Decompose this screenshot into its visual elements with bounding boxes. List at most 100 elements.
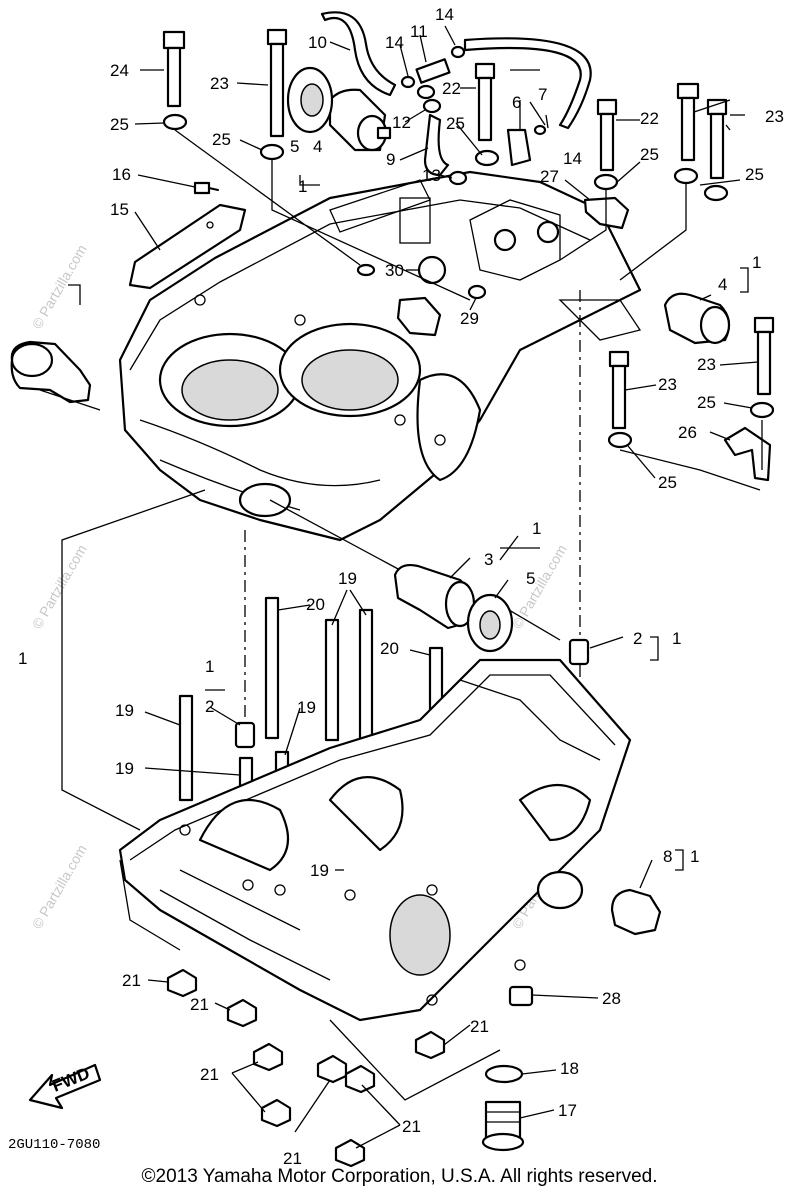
callout-1: 1 [298, 177, 307, 196]
callout-25: 25 [212, 130, 231, 149]
oring-29 [467, 284, 487, 300]
callout-11: 11 [410, 22, 428, 41]
callout-19: 19 [115, 701, 134, 720]
callout-21: 21 [190, 995, 209, 1014]
callout-6: 6 [512, 93, 521, 112]
callout-21: 21 [122, 971, 141, 990]
joint-6 [506, 124, 547, 167]
callout-14: 14 [385, 33, 404, 52]
callout-29: 29 [460, 309, 479, 328]
dowel-2-right [568, 638, 590, 666]
callout-14: 14 [435, 5, 454, 24]
callout-10: 10 [308, 33, 327, 52]
diagram-code: 2GU110-7080 [8, 1137, 100, 1153]
seal-5-top [286, 66, 334, 134]
callout-25: 25 [446, 114, 465, 133]
hose-7 [463, 37, 592, 130]
hose-9 [423, 113, 450, 177]
callout-20: 20 [306, 595, 325, 614]
callout-5: 5 [290, 137, 299, 156]
callout-9: 9 [386, 150, 395, 169]
upper-crankcase [118, 170, 642, 542]
bushing-4-right [663, 292, 731, 345]
callout-18: 18 [560, 1059, 579, 1078]
callout-25: 25 [640, 145, 659, 164]
callout-8: 8 [663, 847, 672, 866]
callout-1: 1 [672, 629, 681, 648]
callout-21: 21 [283, 1149, 302, 1168]
fitting-11 [415, 58, 451, 114]
callout-25: 25 [697, 393, 716, 412]
callout-27: 27 [540, 167, 559, 186]
callout-1: 1 [752, 253, 761, 272]
callout-21: 21 [402, 1117, 421, 1136]
callout-23: 23 [210, 74, 229, 93]
drain-bolt-17 [481, 1100, 525, 1152]
callout-23: 23 [765, 107, 784, 126]
callout-22: 22 [640, 109, 659, 128]
plate-part-15 [128, 203, 247, 290]
callout-20: 20 [380, 639, 399, 658]
callout-24: 24 [110, 61, 129, 80]
leader-lines-upper [134, 25, 759, 479]
callout-25: 25 [658, 473, 677, 492]
callout-1: 1 [690, 847, 699, 866]
watermark: © Partzilla.com [509, 542, 570, 632]
callout-4: 4 [718, 275, 727, 294]
callout-1: 1 [532, 519, 541, 538]
callout-19: 19 [297, 698, 316, 717]
callout-25: 25 [110, 115, 129, 134]
callout-17: 17 [558, 1101, 577, 1120]
plug-8 [610, 888, 662, 936]
callout-1: 1 [205, 657, 214, 676]
callout-1: 1 [18, 649, 27, 668]
callout-23: 23 [697, 355, 716, 374]
callout-2: 2 [633, 629, 642, 648]
washer-18 [484, 1064, 524, 1084]
callout-19: 19 [310, 861, 329, 880]
callout-16: 16 [112, 165, 131, 184]
callout-19: 19 [115, 759, 134, 778]
callout-2: 2 [205, 697, 214, 716]
bracket-part [396, 296, 442, 337]
callout-15: 15 [110, 200, 129, 219]
bolt-16 [193, 181, 219, 195]
hose-10 [320, 11, 397, 97]
clip-14 [450, 45, 466, 59]
callout-19: 19 [338, 569, 357, 588]
plug-28 [508, 985, 534, 1007]
group-brackets [68, 69, 749, 871]
clip-13 [448, 170, 468, 186]
dowel-2-left [234, 721, 256, 749]
leader-lines-lower [61, 489, 653, 1149]
callout-28: 28 [602, 989, 621, 1008]
seal-5-middle [466, 593, 514, 653]
clip-14 [400, 75, 416, 89]
bolts-upper [162, 28, 775, 430]
fwd-arrow-icon: FWD [28, 1064, 102, 1110]
bushing-3-middle [393, 563, 476, 630]
clamp-26 [723, 426, 772, 482]
lower-crankcase [118, 658, 632, 1022]
watermark: © Partzilla.com [29, 542, 90, 632]
callout-21: 21 [470, 1017, 489, 1036]
callout-25: 25 [745, 165, 764, 184]
callout-numbers: 24 23 25 25 5 4 1 16 15 10 14 11 14 22 1… [18, 5, 784, 1168]
watermark: © Partzilla.com [29, 842, 90, 932]
callout-26: 26 [678, 423, 697, 442]
plug-part [10, 340, 92, 404]
callout-21: 21 [200, 1065, 219, 1084]
copyright-notice: ©2013 Yamaha Motor Corporation, U.S.A. A… [141, 1166, 658, 1187]
callout-12: 12 [392, 113, 411, 132]
callout-14: 14 [563, 149, 582, 168]
callout-22: 22 [442, 79, 461, 98]
bushing-4-top [328, 88, 392, 152]
callout-4: 4 [313, 137, 322, 156]
callout-23: 23 [658, 375, 677, 394]
callout-7: 7 [538, 85, 547, 104]
callout-3: 3 [484, 550, 493, 569]
callout-30: 30 [385, 261, 404, 280]
callout-5: 5 [526, 569, 535, 588]
callout-13: 13 [422, 166, 441, 185]
